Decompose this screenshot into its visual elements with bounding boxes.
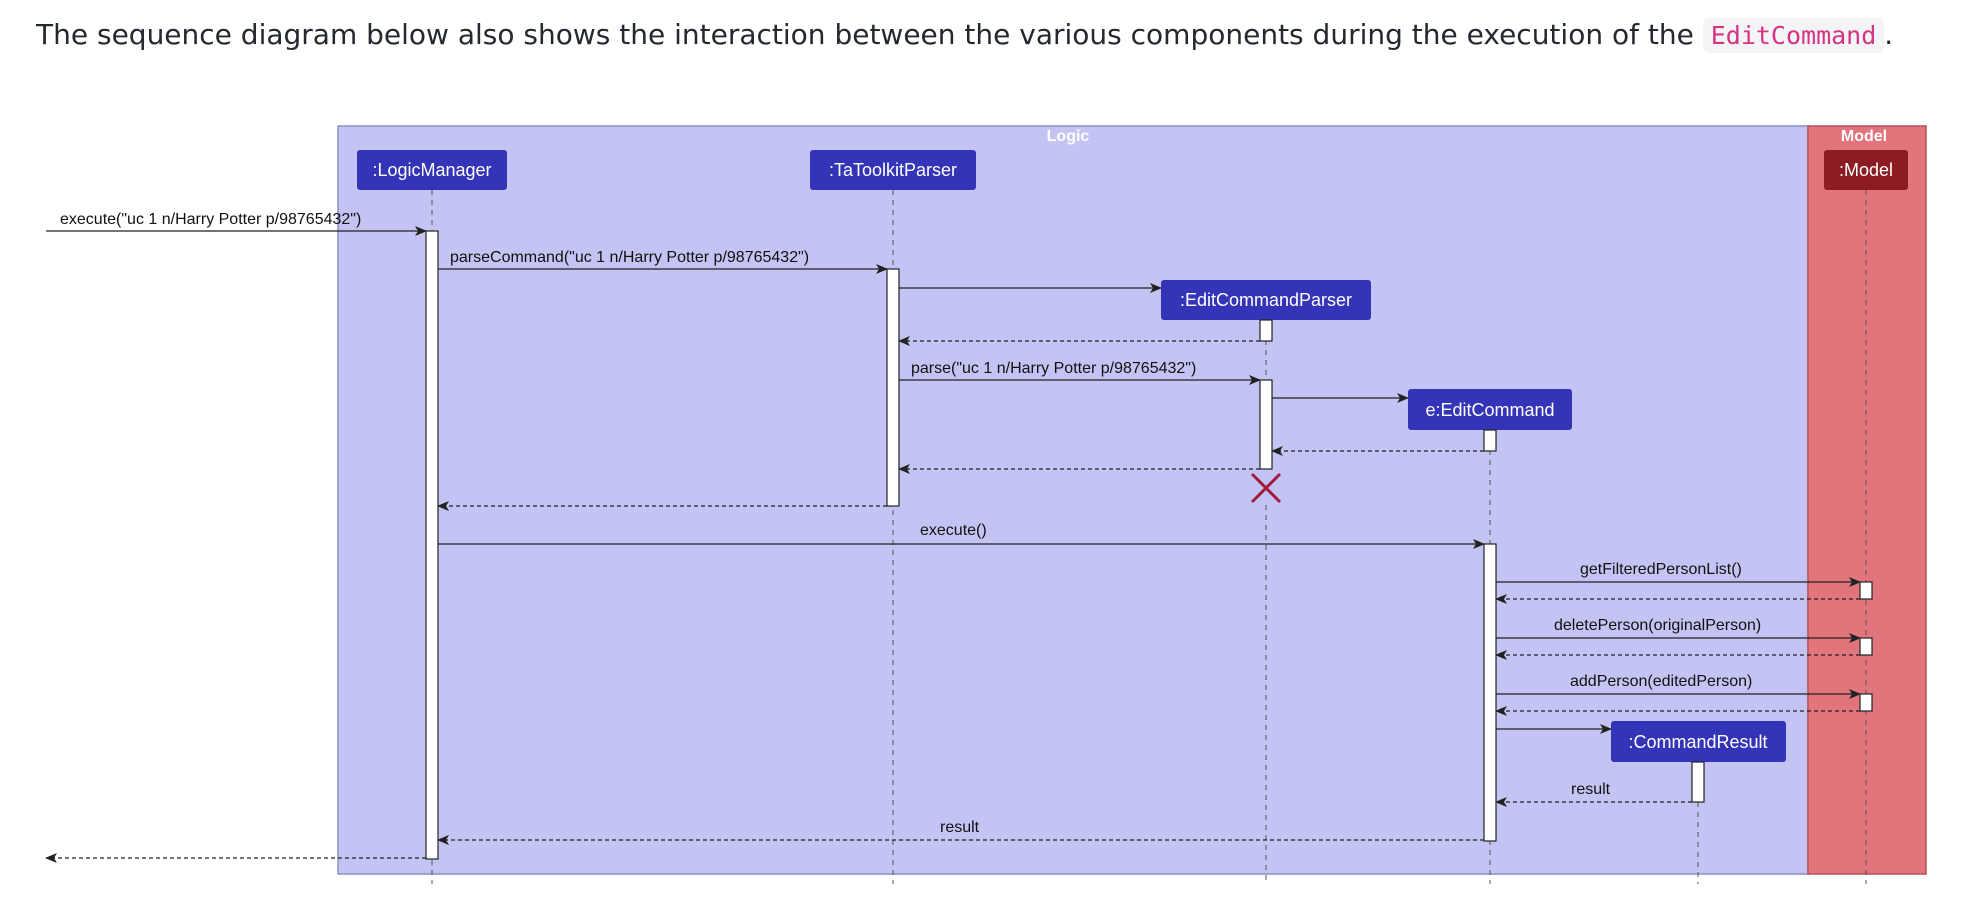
model-addperson-activation (1859, 693, 1873, 712)
participant-editcommand: e:EditCommand (1408, 389, 1572, 430)
message-label: execute() (920, 522, 987, 539)
model-box-label: Model (1841, 128, 1887, 145)
model-deleteperson-activation (1859, 637, 1873, 656)
model-label: :Model (1839, 160, 1893, 180)
message-label: parseCommand("uc 1 n/Harry Potter p/9876… (450, 249, 809, 266)
message-label: deletePerson(originalPerson) (1554, 617, 1761, 634)
commandresult-label: :CommandResult (1628, 732, 1767, 752)
editcommand-creation-activation (1483, 429, 1497, 452)
commandresult-activation (1691, 761, 1705, 803)
participant-logicmanager: :LogicManager (357, 150, 507, 190)
model-getfilteredpersonlist-activation (1859, 581, 1873, 600)
tatoolkitparser-activation (886, 268, 900, 507)
message-label: result (1571, 781, 1611, 798)
participant-editcommandparser: :EditCommandParser (1161, 280, 1371, 320)
editcommandparser-label: :EditCommandParser (1180, 290, 1352, 310)
intro-period: . (1884, 18, 1894, 51)
participant-commandresult: :CommandResult (1611, 721, 1786, 762)
intro-text: The sequence diagram below also shows th… (36, 18, 1703, 51)
editcommand-code: EditCommand (1702, 18, 1885, 53)
message-label: result (940, 819, 980, 836)
logicmanager-activation (425, 230, 439, 860)
destroy-x-icon (1250, 472, 1282, 504)
editcommandparser-parse-activation (1259, 379, 1273, 470)
logic-box-label: Logic (1047, 128, 1090, 145)
participant-model: :Model (1824, 150, 1908, 190)
model-box (1807, 125, 1927, 875)
editcommand-execute-activation (1483, 543, 1497, 842)
message-label: execute("uc 1 n/Harry Potter p/98765432"… (60, 211, 361, 228)
message-label: addPerson(editedPerson) (1570, 673, 1752, 690)
logicmanager-label: :LogicManager (372, 160, 491, 180)
logic-box (337, 125, 1809, 875)
participant-tatoolkitparser: :TaToolkitParser (810, 150, 976, 190)
editcommand-label: e:EditCommand (1425, 400, 1554, 420)
intro-paragraph: The sequence diagram below also shows th… (36, 18, 1894, 53)
editcommandparser-creation-activation (1259, 319, 1273, 342)
message-label: getFilteredPersonList() (1580, 561, 1742, 578)
message-label: parse("uc 1 n/Harry Potter p/98765432") (911, 360, 1196, 377)
tatoolkitparser-label: :TaToolkitParser (829, 160, 957, 180)
